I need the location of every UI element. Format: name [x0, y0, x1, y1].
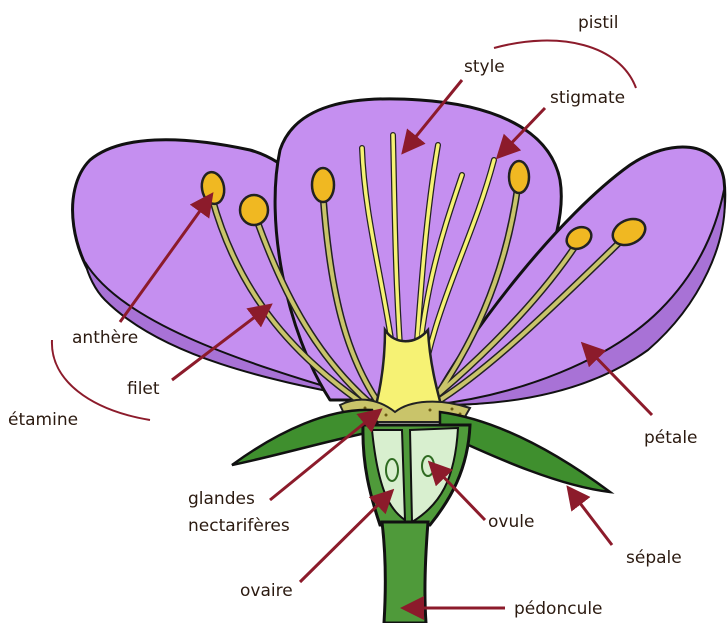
label-style: style — [464, 57, 505, 77]
anther-4 — [509, 161, 529, 193]
label-glandes-line1: glandes — [188, 489, 255, 509]
label-sepale: sépale — [626, 548, 682, 568]
label-anthere: anthère — [72, 328, 138, 348]
anther-3 — [312, 168, 334, 202]
sepal-left — [232, 410, 380, 465]
label-pistil: pistil — [578, 13, 618, 33]
label-stigmate: stigmate — [550, 88, 625, 108]
label-pedoncule: pédoncule — [514, 599, 603, 619]
label-glandes-line2: nectarifères — [188, 516, 290, 536]
label-filet: filet — [127, 379, 160, 399]
label-ovule: ovule — [488, 512, 534, 532]
label-etamine: étamine — [8, 410, 78, 430]
pistil-bracket — [494, 41, 636, 88]
label-petale: pétale — [644, 428, 698, 448]
anther-2 — [240, 195, 268, 225]
label-ovaire: ovaire — [240, 581, 293, 601]
